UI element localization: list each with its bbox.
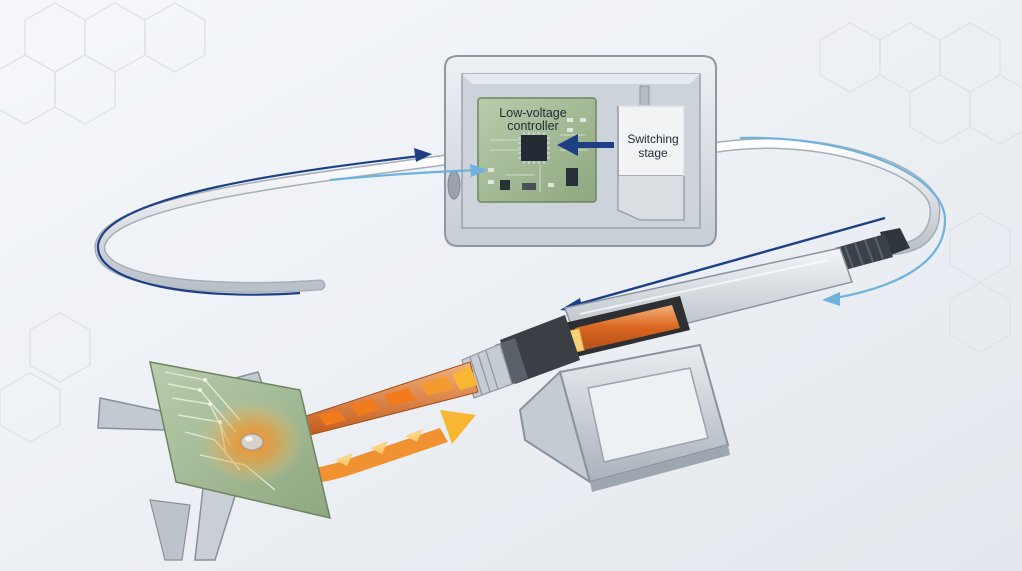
target-circuit-board — [149, 361, 332, 520]
flow-arrow-icon — [557, 134, 614, 156]
handle-cable — [706, 138, 941, 256]
dark-signal-arrow-left — [96, 148, 432, 296]
light-signal-arrow-left — [329, 164, 488, 182]
switching-label-line2: stage — [638, 146, 668, 160]
iron-stand — [518, 343, 730, 492]
controller-label-line2: controller — [507, 119, 558, 133]
controller-pcb: Low-voltage controller — [477, 97, 597, 203]
supply-cable-loop — [94, 154, 451, 293]
controller-label-line1: Low-voltage — [499, 106, 566, 120]
light-signal-arrow-right — [739, 136, 947, 306]
solder-joint — [240, 433, 264, 451]
heat-chevron-icon — [318, 366, 478, 426]
chip-icon — [518, 132, 550, 164]
hexagon-pattern — [0, 2, 1022, 443]
switching-stage-module: Switching stage — [617, 85, 685, 221]
switching-label-line1: Switching — [627, 132, 678, 146]
